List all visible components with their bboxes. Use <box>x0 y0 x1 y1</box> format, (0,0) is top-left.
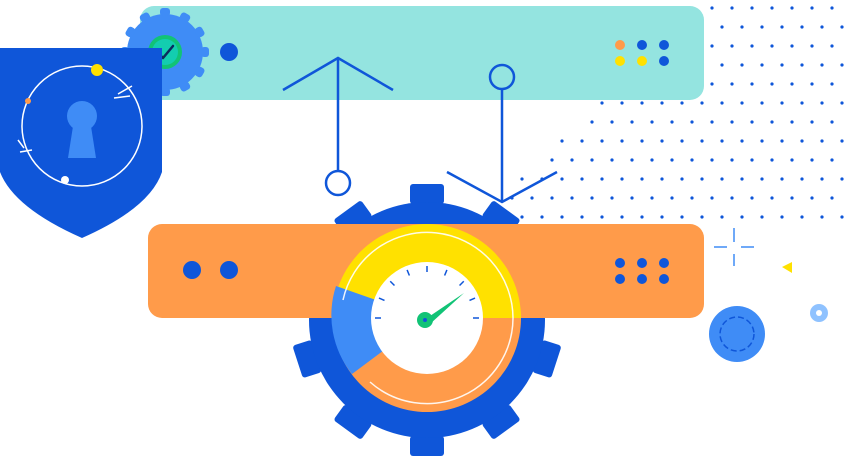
small-gear-icon <box>709 306 765 362</box>
gauge-icon <box>331 224 521 412</box>
upload-arrow-icon <box>282 56 394 197</box>
top-server-bar <box>140 6 704 100</box>
keyhole-icon <box>67 101 97 158</box>
gauge-needle <box>417 293 464 328</box>
top-server <box>140 6 704 100</box>
shield-orbit <box>21 65 143 187</box>
led-grid <box>615 258 669 284</box>
shield <box>0 48 162 238</box>
tiny-gear-icon <box>810 304 828 322</box>
triangle-decoration <box>782 262 792 273</box>
download-arrow-icon <box>446 63 558 204</box>
status-light <box>220 43 238 61</box>
led-grid <box>615 40 669 66</box>
dot-pattern <box>510 6 844 219</box>
sparkle-icon <box>714 228 754 266</box>
